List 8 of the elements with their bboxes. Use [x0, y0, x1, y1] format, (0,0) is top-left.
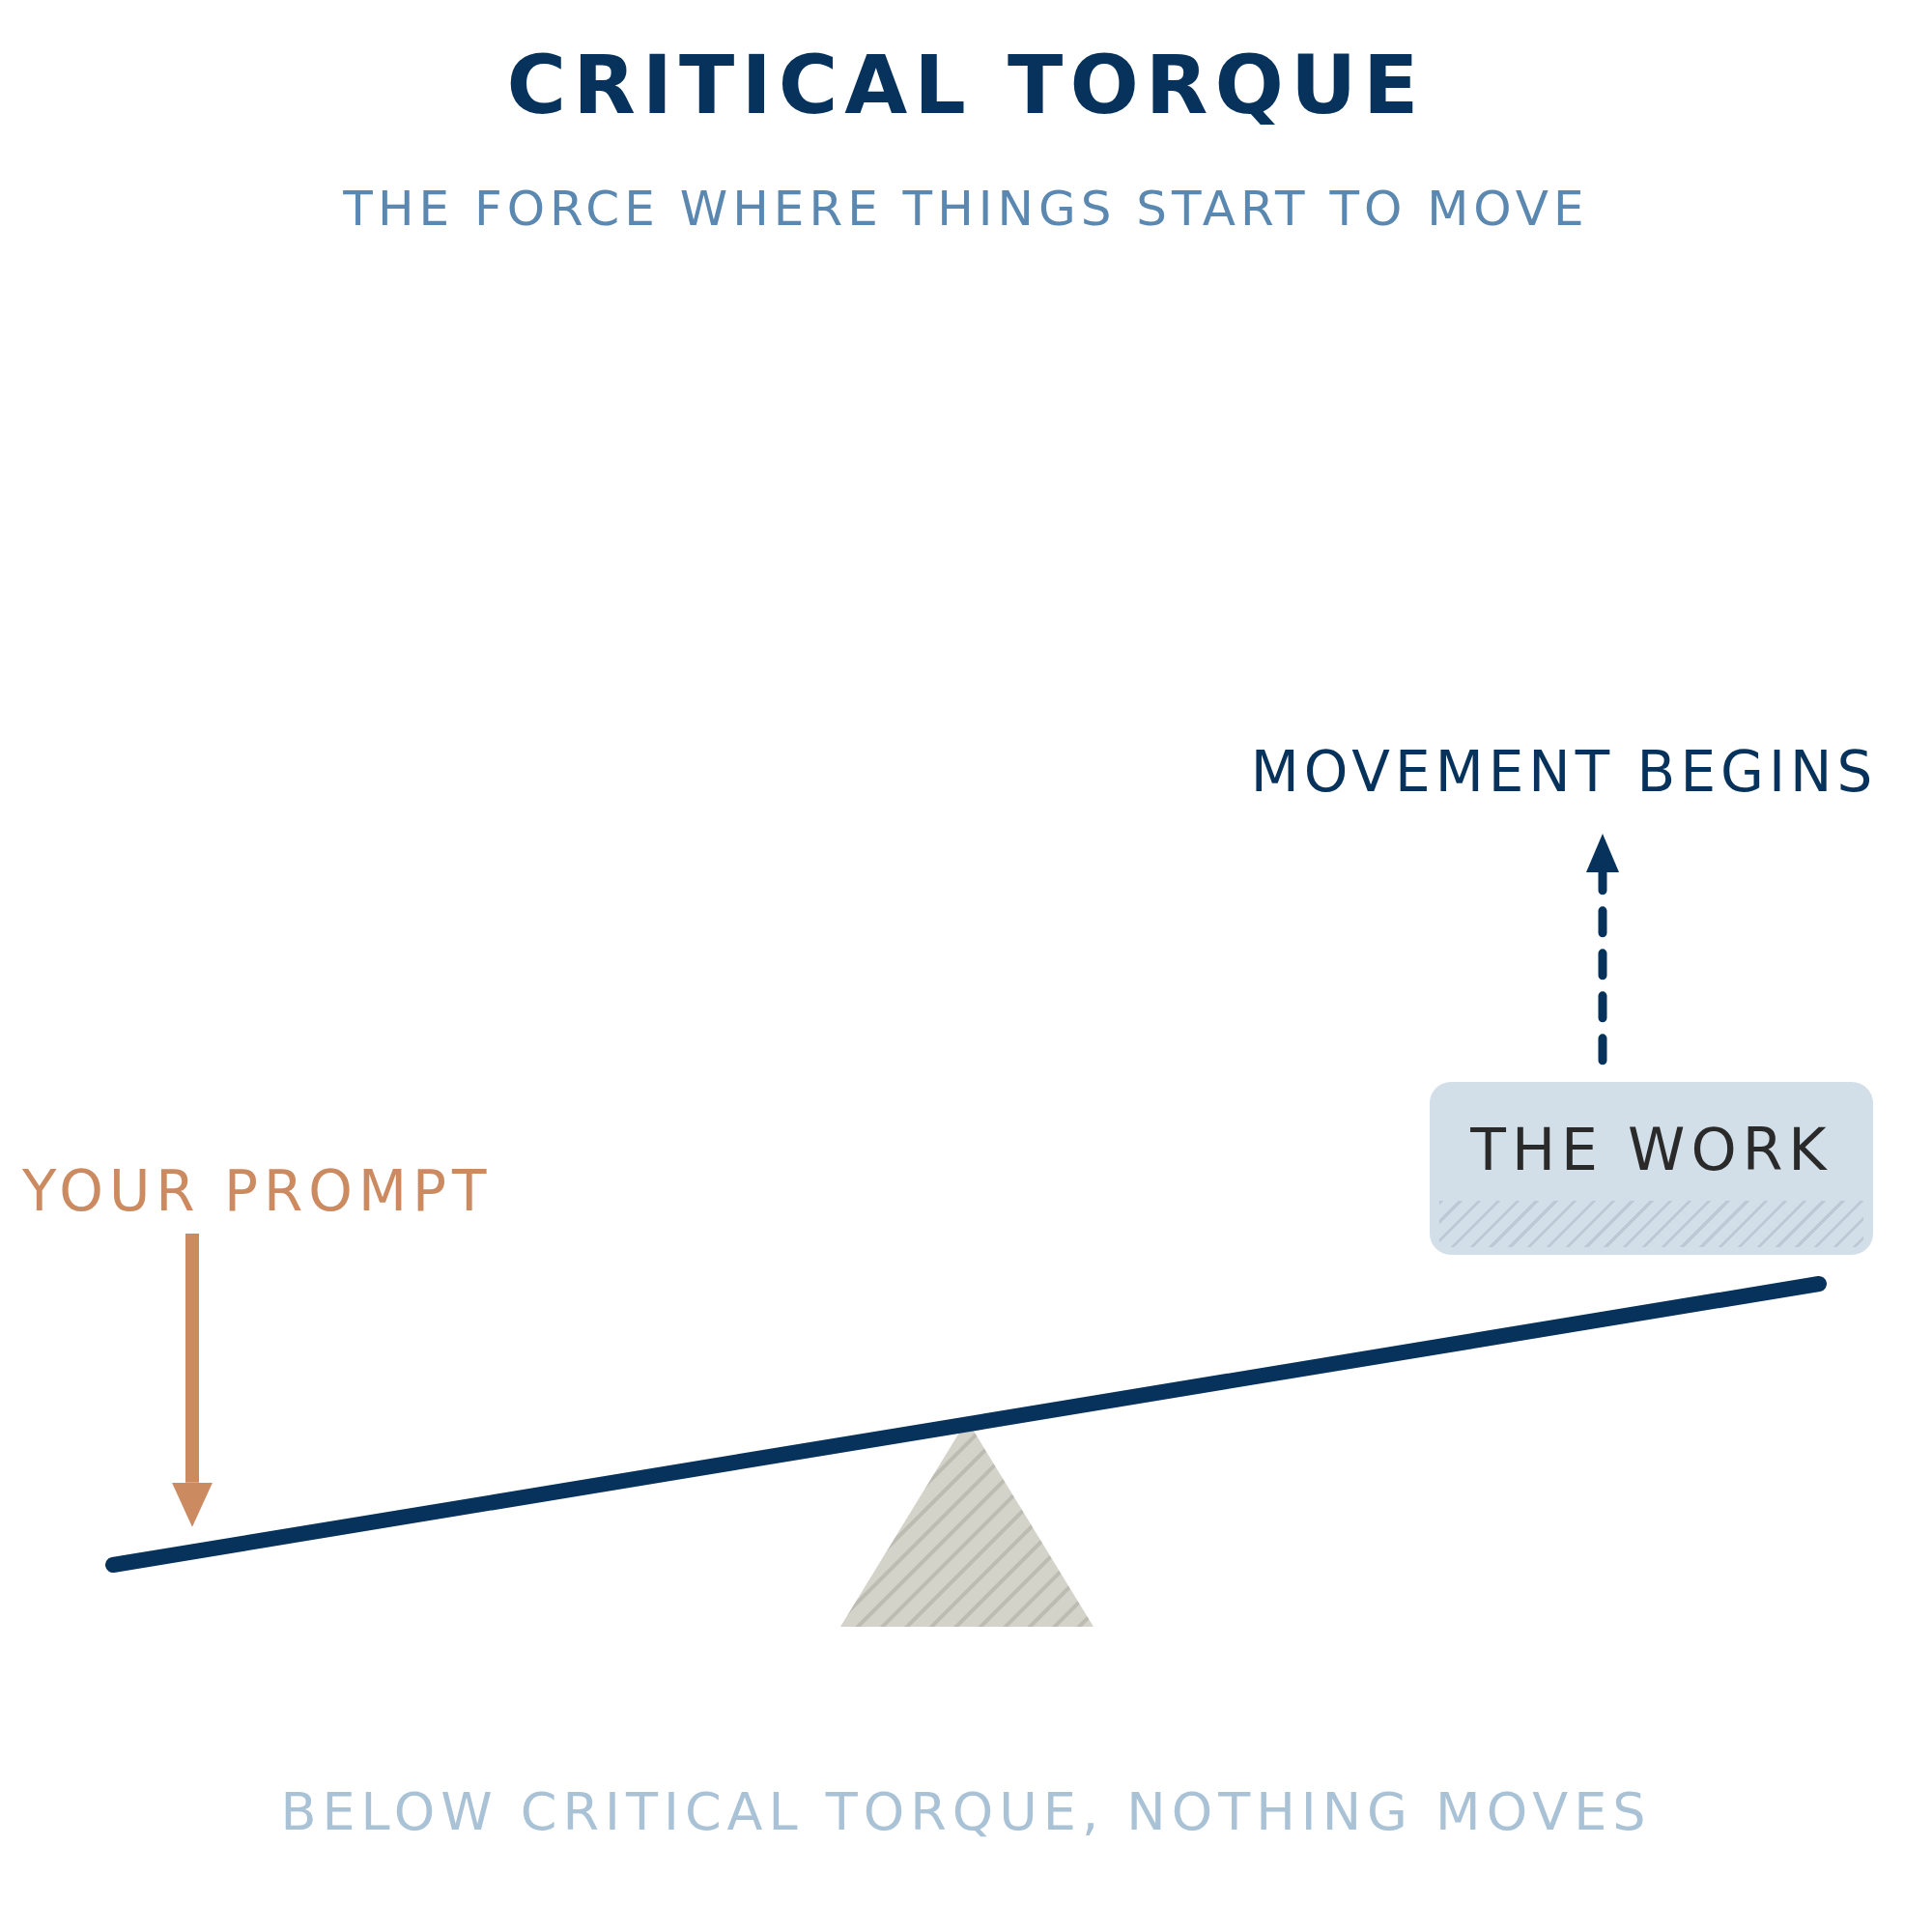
- caption: BELOW CRITICAL TORQUE, NOTHING MOVES: [280, 1782, 1652, 1843]
- subtitle: THE FORCE WHERE THINGS START TO MOVE: [343, 182, 1589, 238]
- node-label: THE WORK: [1470, 1117, 1833, 1183]
- force-label: YOUR PROMPT: [22, 1159, 493, 1224]
- outcome-label: MOVEMENT BEGINS: [1250, 740, 1878, 805]
- title: CRITICAL TORQUE: [506, 39, 1426, 132]
- lever-plank: [105, 1276, 1827, 1573]
- load-block: [1430, 1082, 1873, 1255]
